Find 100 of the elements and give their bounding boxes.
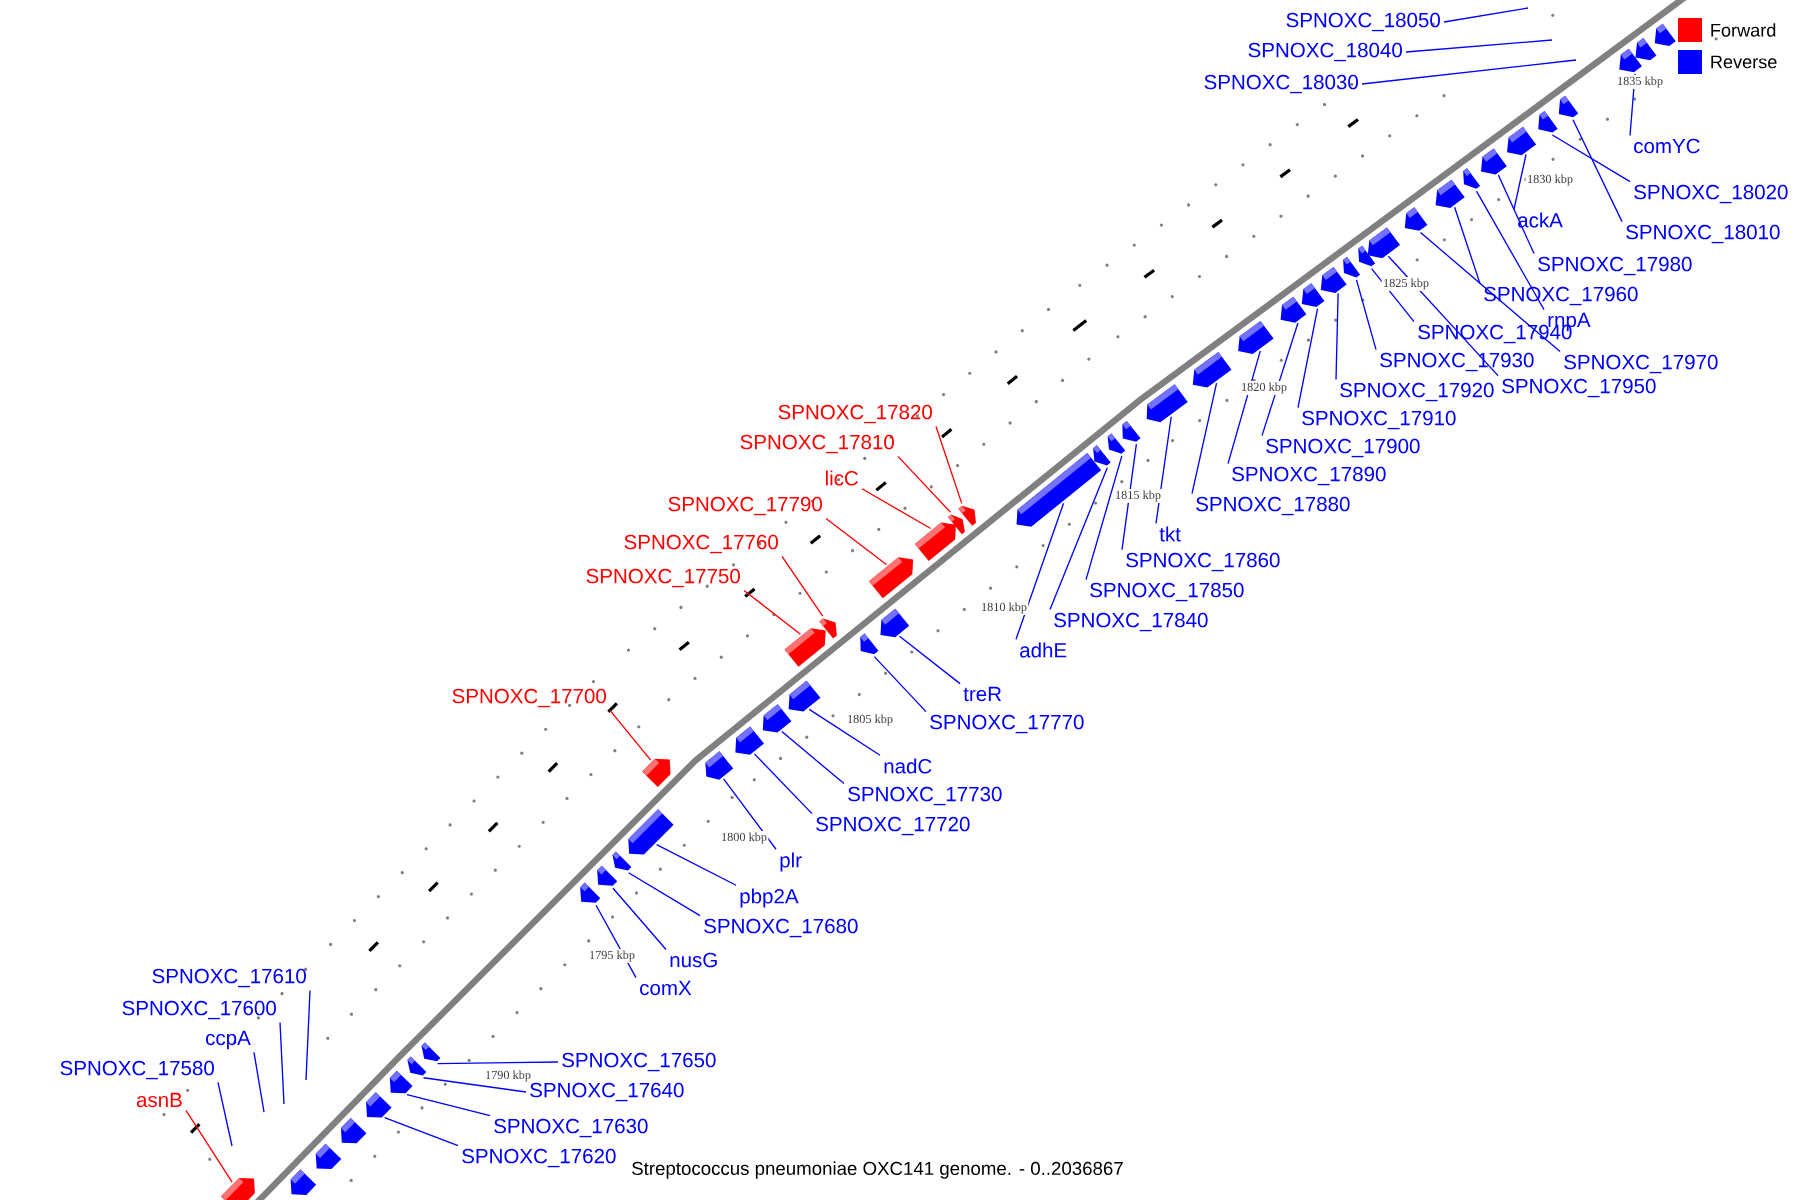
- leader-line: [305, 989, 311, 1081]
- gene-block: [389, 1070, 413, 1094]
- leader-line: [1551, 134, 1631, 183]
- gene-block: [1654, 23, 1676, 47]
- gene-block: [366, 1092, 392, 1118]
- leader-line: [1443, 7, 1529, 23]
- leader-line: [1049, 467, 1108, 611]
- leader-line: [1261, 322, 1299, 437]
- leader-line: [1475, 190, 1545, 311]
- gene-label: SPNOXC_17950: [1502, 378, 1656, 398]
- leader-line: [1513, 153, 1527, 210]
- gene-block: [1435, 179, 1465, 209]
- gene-label: SPNOXC_17840: [1054, 612, 1208, 632]
- gene-label: ccpA: [206, 1030, 251, 1050]
- leader-line: [781, 730, 845, 785]
- gene-block: [642, 758, 671, 787]
- gene-block: [860, 633, 879, 655]
- gene-block: [1301, 283, 1325, 307]
- leader-line: [655, 843, 737, 886]
- leader-line: [1419, 231, 1561, 353]
- gene-label: SPNOXC_17600: [122, 1000, 276, 1020]
- gene-block: [1538, 110, 1558, 133]
- gene-block: [1558, 95, 1579, 118]
- gene-block: [1635, 37, 1657, 61]
- gene-label: SPNOXC_17820: [778, 404, 932, 424]
- gene-label: SPNOXC_17630: [494, 1118, 648, 1138]
- gene-block: [1463, 168, 1481, 189]
- gene-block: [612, 851, 632, 871]
- gene-label: SPNOXC_17920: [1340, 382, 1494, 402]
- gene-block: [819, 618, 837, 639]
- gene-block: [1238, 320, 1274, 355]
- gene-block: [315, 1143, 342, 1170]
- gene-label: SPNOXC_18040: [1248, 42, 1402, 62]
- leader-line: [722, 778, 777, 850]
- leader-line: [743, 589, 802, 635]
- gene-block: [1146, 384, 1188, 423]
- gene-block: [1016, 453, 1102, 527]
- leader-line: [383, 1116, 459, 1147]
- leader-line: [217, 1081, 233, 1147]
- gene-label: SPNOXC_17620: [462, 1148, 616, 1168]
- leader-line: [753, 753, 813, 815]
- gene-block: [914, 522, 956, 562]
- gene-block: [784, 628, 826, 667]
- leader-line: [1497, 174, 1535, 255]
- leader-line: [609, 709, 652, 761]
- gene-block: [1367, 227, 1401, 259]
- leader-line: [1015, 502, 1065, 640]
- gene-block: [735, 726, 765, 755]
- gene-label: SPNOXC_17680: [704, 918, 858, 938]
- gene-label: asnB: [136, 1092, 182, 1108]
- leader-line: [1355, 279, 1377, 351]
- gene-block: [788, 680, 821, 712]
- leader-line: [1085, 455, 1123, 581]
- leader-line: [253, 1051, 265, 1113]
- leader-line: [1572, 119, 1623, 223]
- gene-label: ackA: [1518, 212, 1563, 228]
- gene-block: [1507, 126, 1537, 156]
- gene-block: [762, 704, 792, 733]
- gene-label: nusG: [670, 952, 717, 968]
- gene-block: [628, 809, 674, 855]
- gene-label: SPNOXC_18050: [1286, 12, 1440, 32]
- gene-block: [868, 557, 914, 599]
- gene-label: SPNOXC_17580: [60, 1060, 214, 1080]
- gene-label: SPNOXC_17610: [152, 968, 306, 988]
- gene-label: pbp2A: [740, 888, 799, 908]
- gene-label: SPNOXC_17980: [1538, 256, 1692, 276]
- gene-block: [1192, 352, 1232, 388]
- gene-label: SPNOXC_17970: [1564, 354, 1718, 374]
- gene-label: nadC: [884, 758, 932, 774]
- leader-line: [1227, 350, 1261, 465]
- gene-block: [1320, 266, 1347, 293]
- gene-label: SPNOXC_17810: [740, 434, 894, 454]
- gene-label: SPNOXC_17700: [452, 688, 606, 708]
- gene-block: [880, 608, 910, 638]
- gene-label: treR: [963, 686, 1002, 702]
- leader-line: [1155, 416, 1172, 524]
- gene-label: SPNOXC_17860: [1126, 552, 1280, 572]
- legend-label: Reverse: [1711, 55, 1777, 69]
- gene-label: tkt: [1159, 526, 1181, 542]
- leader-line: [808, 708, 881, 756]
- gene-label: SPNOXC_17750: [586, 568, 740, 588]
- gene-label: SPNOXC_17880: [1196, 496, 1350, 516]
- gene-label: plr: [780, 852, 802, 872]
- gene-block: [1122, 421, 1141, 442]
- gene-label: SPNOXC_17890: [1232, 466, 1386, 486]
- caption: Streptococcus pneumoniae OXC141 genome. - 0..2036867: [632, 1161, 1123, 1179]
- leader-line: [935, 425, 963, 504]
- gene-label: comX: [640, 980, 692, 996]
- legend-label: Forward: [1711, 23, 1776, 37]
- gene-label: SPNOXC_17850: [1090, 582, 1244, 602]
- gene-block: [1404, 207, 1428, 231]
- leader-line: [436, 1061, 559, 1065]
- gene-label: SPNOXC_17900: [1266, 438, 1420, 458]
- leader-line: [873, 656, 927, 713]
- leader-line: [185, 1109, 233, 1183]
- leader-line: [627, 872, 701, 917]
- gene-label: SPNOXC_17790: [668, 496, 822, 516]
- gene-label: SPNOXC_18010: [1626, 224, 1780, 244]
- leader-line: [1405, 39, 1553, 53]
- gene-block: [947, 514, 965, 535]
